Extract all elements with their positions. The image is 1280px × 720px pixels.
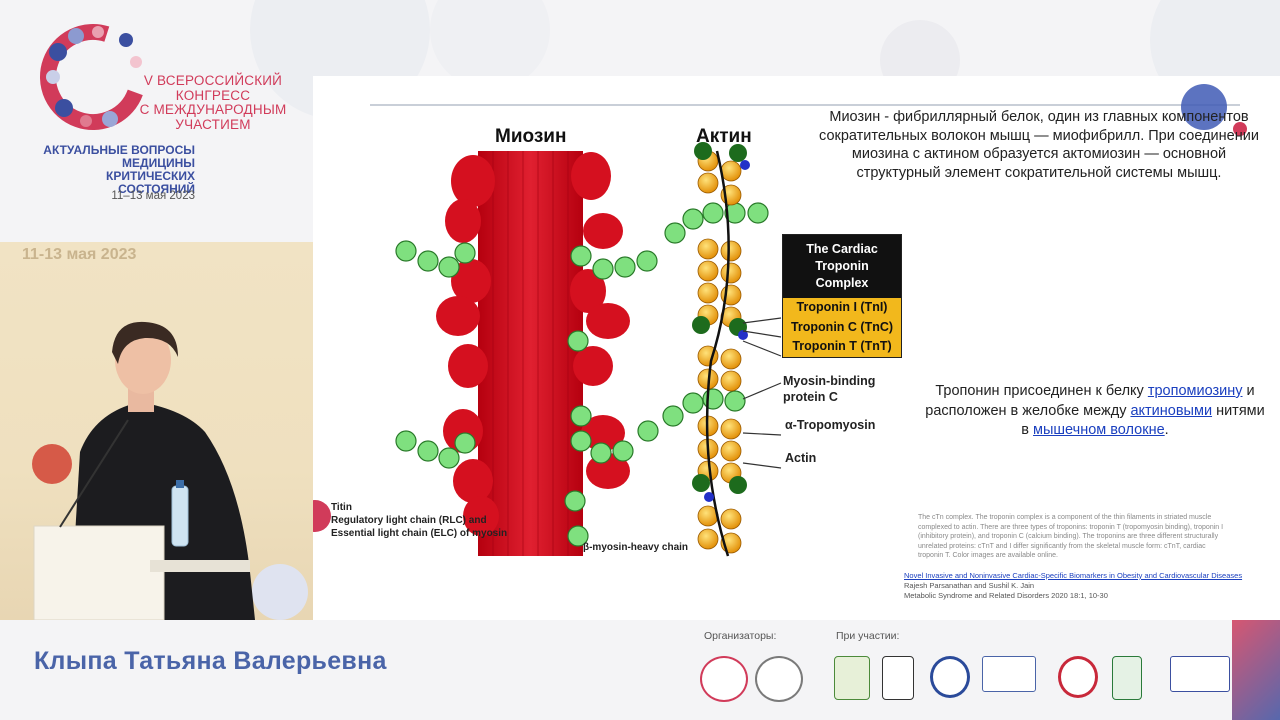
troponin-description: Тропонин присоединен к белку тропомиозин… — [925, 383, 1265, 438]
partner-logo-icon — [1112, 656, 1142, 700]
organizers-label: Организаторы: — [704, 630, 777, 642]
partner-logo-icon — [834, 656, 870, 700]
partner-logo-icon — [1170, 656, 1230, 692]
speaker-video: 11-13 мая 2023 — [0, 242, 313, 620]
troponin-box-title: The Cardiac Troponin Complex — [783, 235, 901, 298]
backdrop-circle-icon — [32, 444, 72, 484]
troponin-complex-box: The Cardiac Troponin Complex Troponin I … — [782, 234, 902, 358]
troponin-t: Troponin T (TnT) — [783, 337, 901, 357]
reference: Novel Invasive and Noninvasive Cardiac-S… — [904, 571, 1244, 601]
corner-decoration — [1232, 620, 1280, 720]
partner-logo-icon — [1058, 656, 1098, 698]
congress-title: V ВСЕРОССИЙСКИЙ КОНГРЕСС С МЕЖДУНАРОДНЫМ… — [139, 73, 287, 132]
figure-caption: The cTn complex. The troponin complex is… — [918, 514, 1224, 559]
speaker-name: Клыпа Татьяна Валерьевна — [34, 647, 387, 675]
reference-title-link[interactable]: Novel Invasive and Noninvasive Cardiac-S… — [904, 571, 1243, 580]
label-heavy-chain: β-myosin-heavy chain — [583, 542, 689, 553]
actin-heading: Актин — [696, 126, 752, 147]
organizer-logo-icon — [700, 656, 748, 702]
logo-ring-icon — [40, 24, 146, 130]
label-tropomyosin: α-Tropomyosin — [785, 418, 876, 432]
link-muscle-fiber[interactable]: мышечном волокне — [1033, 422, 1165, 438]
link-tropomyosin[interactable]: тропомиозину — [1147, 383, 1243, 399]
label-myosin-binding: Myosin-binding protein C — [783, 374, 876, 404]
congress-dates: 11–13 мая 2023 — [111, 190, 195, 202]
congress-logo: V ВСЕРОССИЙСКИЙ КОНГРЕСС С МЕЖДУНАРОДНЫМ… — [30, 22, 300, 212]
troponin-c: Troponin C (TnC) — [783, 317, 901, 337]
slide-rule — [370, 104, 1240, 106]
partner-logo-icon — [882, 656, 914, 700]
troponin-i: Troponin I (TnI) — [783, 298, 901, 318]
label-actin: Actin — [785, 451, 817, 465]
organizer-logo-icon — [755, 656, 803, 702]
backdrop-dates: 11-13 мая 2023 — [22, 246, 137, 263]
link-actin-filaments[interactable]: актиновыми — [1130, 402, 1213, 419]
slide-corner-circle — [1181, 84, 1227, 130]
slide-corner-dot — [1233, 122, 1247, 136]
speaker-figure — [32, 321, 308, 620]
presentation-slide: Миозин Актин — [313, 76, 1280, 620]
label-light-chains: Titin Regulatory light chain (RLC) and E… — [331, 502, 508, 539]
footer-bar: Клыпа Татьяна Валерьевна Организаторы: П… — [0, 620, 1280, 720]
myosin-heading: Миозин — [495, 126, 567, 147]
congress-subtitle: АКТУАЛЬНЫЕ ВОПРОСЫ МЕДИЦИНЫ КРИТИЧЕСКИХ … — [43, 143, 195, 196]
reference-authors: Rajesh Parsanathan and Sushil K. Jain — [904, 581, 1035, 590]
myosin-description: Миозин - фибриллярный белок, один из гла… — [819, 109, 1259, 181]
partner-logo-icon — [930, 656, 970, 698]
partner-logo-icon — [982, 656, 1036, 692]
reference-journal: Metabolic Syndrome and Related Disorders… — [904, 591, 1108, 600]
participation-label: При участии: — [836, 630, 900, 642]
myosin-actin-diagram — [313, 142, 782, 557]
